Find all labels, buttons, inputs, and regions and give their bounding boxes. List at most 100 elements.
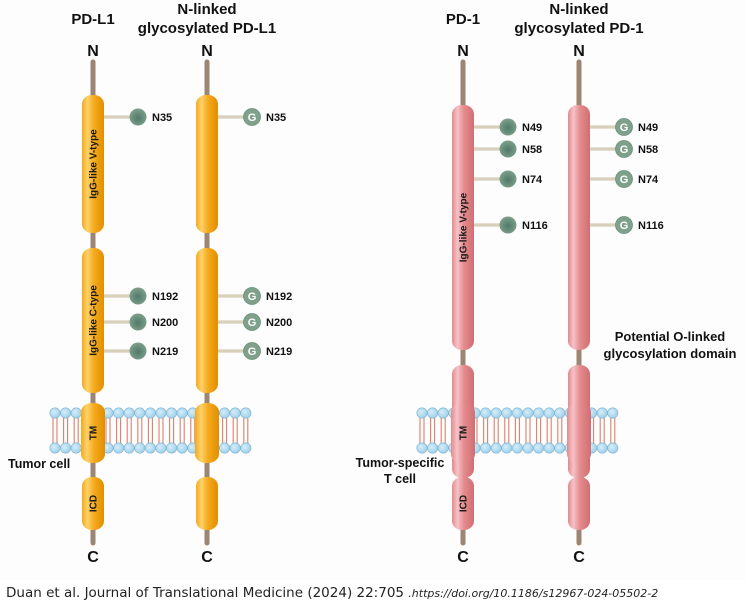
protein-title: glycosylated PD-L1 xyxy=(138,20,276,37)
lipid-head xyxy=(543,442,555,454)
lipid-head xyxy=(240,407,252,419)
lipid-head xyxy=(511,442,523,454)
glycosylation-site-label: N116 xyxy=(638,220,664,232)
lipid-head xyxy=(113,407,125,419)
domain-icd xyxy=(82,477,104,530)
lipid-head xyxy=(240,442,252,454)
domain-unlabeled-0 xyxy=(196,95,218,233)
glycan-bead-icon xyxy=(129,342,147,360)
glycan-g-icon xyxy=(615,170,633,188)
n-terminus-label: N xyxy=(201,43,213,60)
glycan-symbol: G xyxy=(620,174,629,186)
protein-title: glycosylated PD-1 xyxy=(514,20,643,37)
lipid-head xyxy=(229,442,241,454)
lipid-head xyxy=(554,407,566,419)
o-linked-annotation-line: Potential O-linked xyxy=(615,329,726,344)
domain-label: ICD xyxy=(89,495,100,512)
glycosylation-site-label: N35 xyxy=(266,112,286,124)
lipid-head xyxy=(427,407,439,419)
glycan-g-icon xyxy=(243,287,261,305)
glycosylation-site-label: N192 xyxy=(266,291,292,303)
lipid-head xyxy=(490,442,502,454)
protein-title: N-linked xyxy=(549,1,608,18)
lipid-head xyxy=(437,442,449,454)
lipid-head xyxy=(533,407,545,419)
lipid-head xyxy=(522,407,534,419)
glycosylation-site-label: N219 xyxy=(152,346,178,358)
domain-label: TM xyxy=(459,426,470,440)
c-terminus-label: C xyxy=(573,549,585,566)
lipid-head xyxy=(219,407,231,419)
lipid-head xyxy=(437,407,449,419)
glycan-g-icon xyxy=(243,313,261,331)
lipid-head xyxy=(113,442,125,454)
glycan-symbol: G xyxy=(248,112,257,124)
glycan-bead-icon xyxy=(499,170,517,188)
lipid-head xyxy=(155,442,167,454)
domain-label: TM xyxy=(89,426,100,440)
lipid-head xyxy=(229,407,241,419)
domain-unlabeled-2 xyxy=(195,403,219,463)
c-terminus-label: C xyxy=(457,549,469,566)
glycan-symbol: G xyxy=(248,346,257,358)
domain-label: ICD xyxy=(459,495,470,512)
domain-igg-like-v-type xyxy=(452,105,474,350)
glycan-g-icon xyxy=(615,140,633,158)
domain-tm xyxy=(81,403,105,463)
glycan-g-icon xyxy=(615,216,633,234)
lipid-head xyxy=(176,442,188,454)
lipid-head xyxy=(166,407,178,419)
lipid-head xyxy=(60,407,72,419)
cell-membrane-tumor-membrane xyxy=(49,407,252,454)
glycan-symbol: G xyxy=(620,220,629,232)
glycan-g-icon xyxy=(243,108,261,126)
lipid-head xyxy=(144,442,156,454)
lipid-head xyxy=(70,442,82,454)
glycosylation-site-label: N192 xyxy=(152,291,178,303)
domain-igg-like-v-type xyxy=(82,95,104,233)
domain-tm xyxy=(451,403,475,463)
domain-label: IgG-like V-type xyxy=(459,192,470,262)
lipid-head xyxy=(134,442,146,454)
glycosylation-site-label: N219 xyxy=(266,346,292,358)
citation: Duan et al. Journal of Translational Med… xyxy=(6,585,658,601)
protein-title: PD-1 xyxy=(446,11,480,28)
glycosylation-site-label: N58 xyxy=(522,144,542,156)
glycosylation-site-label: N35 xyxy=(152,112,172,124)
n-terminus-label: N xyxy=(573,43,585,60)
citation-doi-link[interactable]: .https://doi.org/10.1186/s12967-024-0550… xyxy=(408,587,659,600)
lipid-head xyxy=(416,442,428,454)
domain-igg-like-c-type xyxy=(82,248,104,393)
domain-label: IgG-like V-type xyxy=(89,129,100,199)
lipid-head xyxy=(123,442,135,454)
domain-unlabeled-3 xyxy=(568,477,590,530)
lipid-head xyxy=(511,407,523,419)
lipid-head xyxy=(60,442,72,454)
lipid-head xyxy=(49,407,61,419)
n-terminus-label: N xyxy=(87,43,99,60)
glycan-bead-icon xyxy=(129,108,147,126)
glycosylation-site-label: N74 xyxy=(638,174,659,186)
lipid-head xyxy=(123,407,135,419)
domain-label: IgG-like C-type xyxy=(89,285,100,356)
lipid-head xyxy=(501,407,513,419)
lipid-head xyxy=(607,442,619,454)
lipid-head xyxy=(543,407,555,419)
lipid-head xyxy=(490,407,502,419)
tcell-label: Tumor-specific xyxy=(356,456,445,470)
c-terminus-label: C xyxy=(87,549,99,566)
lipid-head xyxy=(416,407,428,419)
protein-title: N-linked xyxy=(177,1,236,18)
glycan-symbol: G xyxy=(620,122,629,134)
lipid-head xyxy=(596,442,608,454)
domain-unlabeled-3 xyxy=(196,477,218,530)
lipid-head xyxy=(219,442,231,454)
lipid-head xyxy=(480,442,492,454)
